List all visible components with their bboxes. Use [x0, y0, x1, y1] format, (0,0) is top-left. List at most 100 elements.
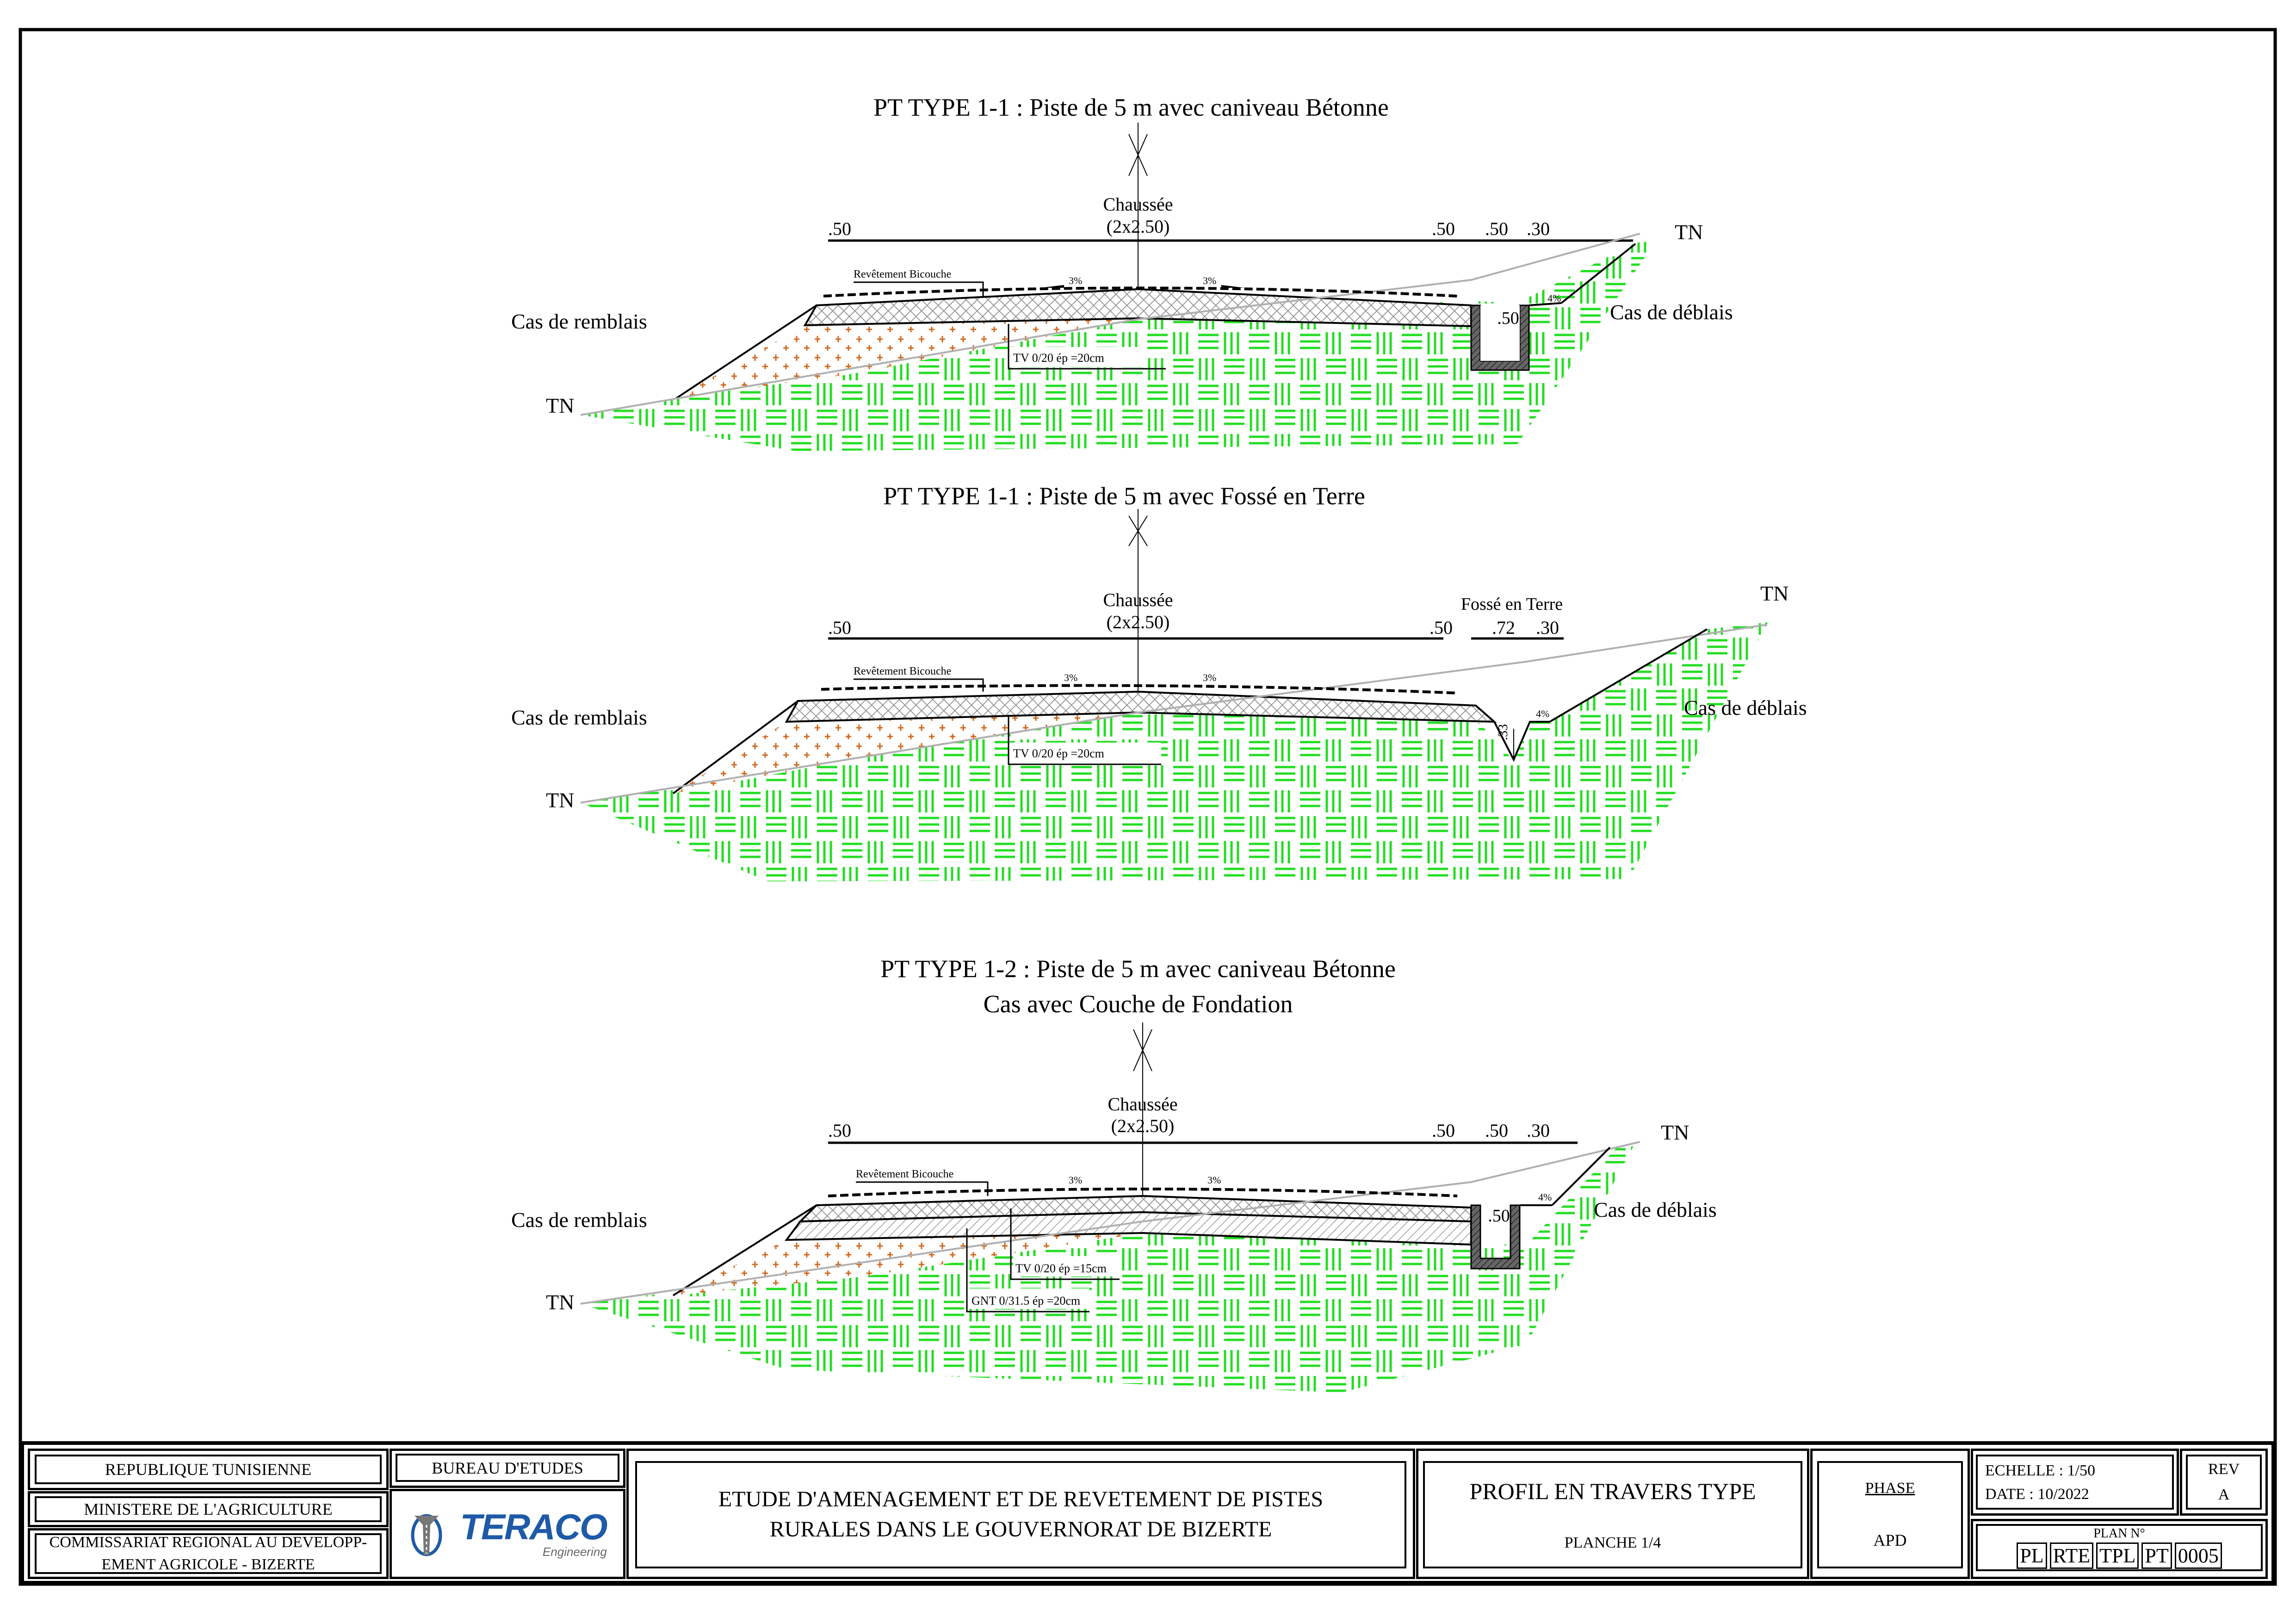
chaussee-width: (2x2.50) — [1111, 1115, 1175, 1136]
dim-berm: .30 — [1527, 218, 1550, 239]
rev-label: REV — [2208, 1460, 2240, 1478]
republique-text: REPUBLIQUE TUNISIENNE — [105, 1460, 312, 1479]
dim-ditch: .50 — [1485, 1120, 1508, 1141]
ditch-width: .50 — [1497, 309, 1519, 328]
deblais-label: Cas de déblais — [1594, 1198, 1717, 1221]
dim-berm: .30 — [1536, 617, 1559, 638]
revetement-label: Revêtement Bicouche — [854, 268, 951, 280]
shoulder-slope: 4% — [1538, 1191, 1552, 1203]
chaussee-label: Chaussée — [1103, 589, 1173, 610]
plan-code-part: RTE — [2049, 1542, 2094, 1569]
chaussee-width: (2x2.50) — [1107, 216, 1170, 237]
ditch-opening — [1480, 305, 1520, 361]
planche-number: PLANCHE 1/4 — [1564, 1534, 1661, 1551]
shoulder-slope: 4% — [1536, 708, 1549, 719]
tn-left: TN — [546, 1290, 574, 1314]
drawing-title: PROFIL EN TRAVERS TYPE — [1469, 1478, 1756, 1504]
section-2: PT TYPE 1-1 : Piste de 5 m avec Fossé en… — [511, 482, 1807, 881]
tn-right: TN — [1661, 1121, 1689, 1144]
cut-slope — [1551, 1146, 1611, 1206]
commissariat-cell: COMMISSARIAT REGIONAL AU DEVELOPP- EMENT … — [28, 1528, 389, 1579]
tn-left: TN — [546, 394, 574, 417]
tn-line — [580, 233, 1640, 416]
slope-left: 3% — [1064, 672, 1077, 683]
slope-right: 3% — [1207, 1174, 1221, 1186]
revetement-surface — [823, 286, 1458, 297]
plan-label: PLAN N° — [2093, 1526, 2145, 1541]
dim-right-shoulder: .50 — [1430, 617, 1453, 638]
tn-right: TN — [1760, 582, 1789, 605]
tn-line — [580, 1141, 1640, 1305]
phase-label: PHASE — [1865, 1480, 1915, 1497]
bureau-text: BUREAU D'ETUDES — [432, 1458, 583, 1477]
tn-line — [580, 624, 1768, 804]
tn-left: TN — [546, 788, 574, 812]
date-text: DATE : 10/2022 — [1985, 1485, 2089, 1503]
embankment-fill — [673, 712, 1138, 793]
deblais-label: Cas de déblais — [1684, 696, 1807, 719]
deblais-label: Cas de déblais — [1610, 300, 1733, 324]
rev-value: A — [2218, 1486, 2230, 1504]
revetement-label: Revêtement Bicouche — [856, 1168, 953, 1180]
ditch-label: Fossé en Terre — [1461, 595, 1563, 614]
ministere-cell: MINISTERE DE L'AGRICULTURE — [28, 1491, 389, 1527]
dim-right-shoulder: .50 — [1432, 218, 1455, 239]
slope-left: 3% — [1069, 1174, 1082, 1186]
dim-left: .50 — [828, 617, 851, 638]
fill-slope — [675, 304, 817, 400]
natural-ground — [581, 241, 1656, 451]
project-cell: ETUDE D'AMENAGEMENT ET DE REVETEMENT DE … — [626, 1449, 1415, 1579]
chaussee-label: Chaussée — [1108, 1094, 1177, 1115]
dim-ditch: .72 — [1492, 617, 1515, 638]
layer-label-tv: TV 0/20 ép =15cm — [1015, 1262, 1107, 1275]
slope-right: 3% — [1203, 275, 1216, 286]
plan-code-part: PT — [2141, 1542, 2172, 1569]
scale-text: ECHELLE : 1/50 — [1985, 1462, 2095, 1479]
layer-label-gnt: GNT 0/31.5 ép =20cm — [972, 1294, 1080, 1307]
chaussee-label: Chaussée — [1103, 194, 1173, 215]
natural-ground — [581, 622, 1768, 881]
commissariat-line-2: EMENT AGRICOLE - BIZERTE — [101, 1556, 315, 1573]
cut-slope — [1560, 243, 1636, 304]
axis-symbol-icon — [1128, 134, 1148, 176]
section-1: PT TYPE 1-1 : Piste de 5 m avec caniveau… — [511, 93, 1733, 451]
logo-subtext: Engineering — [542, 1545, 607, 1559]
section-1-title: PT TYPE 1-1 : Piste de 5 m avec caniveau… — [873, 93, 1389, 121]
rev-cell: REV A — [2180, 1449, 2268, 1516]
layer-label-box — [1009, 347, 1143, 367]
phase-value: APD — [1873, 1531, 1907, 1549]
project-line-1: ETUDE D'AMENAGEMENT ET DE REVETEMENT DE … — [718, 1487, 1324, 1512]
slope-right: 3% — [1203, 672, 1216, 683]
dim-berm: .30 — [1527, 1120, 1550, 1141]
concrete-ditch — [1470, 1204, 1521, 1270]
dim-right-shoulder: .50 — [1432, 1120, 1455, 1141]
section-3-title: PT TYPE 1-2 : Piste de 5 m avec caniveau… — [880, 955, 1396, 983]
remblais-label: Cas de remblais — [511, 1208, 647, 1232]
plan-code-part: 0005 — [2174, 1542, 2222, 1569]
commissariat-line-1: COMMISSARIAT REGIONAL AU DEVELOPP- — [49, 1534, 367, 1551]
title-block: REPUBLIQUE TUNISIENNE MINISTERE DE L'AGR… — [20, 1441, 2275, 1585]
remblais-label: Cas de remblais — [511, 310, 647, 333]
axis-symbol-icon — [1128, 515, 1148, 546]
ditch-width: .50 — [1488, 1206, 1510, 1226]
logo-text: TERACO — [460, 1506, 607, 1547]
layer-label: TV 0/20 ép =20cm — [1013, 351, 1104, 365]
plan-code-part: PL — [2017, 1542, 2047, 1569]
republique-cell: REPUBLIQUE TUNISIENNE — [28, 1449, 389, 1490]
drawing-title-cell: PROFIL EN TRAVERS TYPE PLANCHE 1/4 — [1416, 1449, 1809, 1579]
dim-left: .50 — [828, 218, 851, 239]
ditch-depth: .33 — [1496, 724, 1510, 740]
teraco-logo-icon — [411, 1514, 442, 1556]
section-3-subtitle: Cas avec Couche de Fondation — [984, 990, 1293, 1018]
embankment-fill — [673, 1233, 1143, 1295]
section-2-title: PT TYPE 1-1 : Piste de 5 m avec Fossé en… — [883, 482, 1365, 510]
chaussee-width: (2x2.50) — [1107, 612, 1170, 632]
slope-left: 3% — [1069, 275, 1082, 286]
layer-label: TV 0/20 ép =20cm — [1013, 747, 1104, 760]
earth-ditch — [1493, 628, 1708, 762]
phase-cell: PHASE APD — [1810, 1449, 1970, 1579]
